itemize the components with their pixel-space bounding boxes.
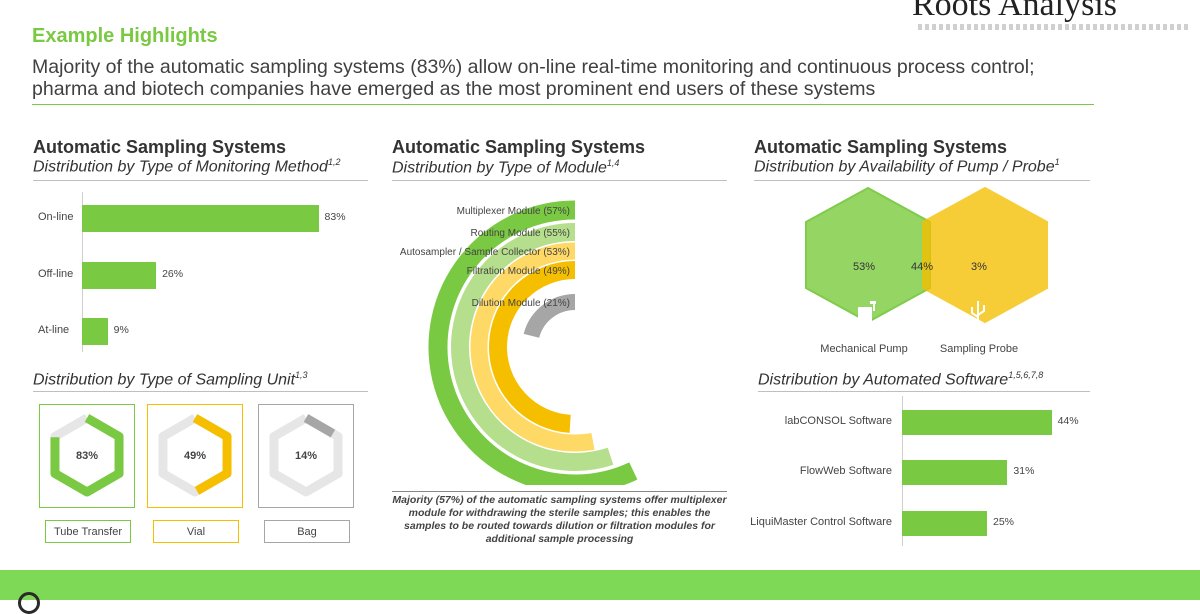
brand-logo: Roots Analysis (912, 0, 1117, 23)
pump-value: 53% (853, 261, 875, 273)
category-label: Off-line (38, 268, 74, 280)
footer-band (0, 570, 1200, 600)
data-label: 44% (1057, 415, 1079, 427)
bar (82, 261, 157, 289)
radial-category-label: Autosampler / Sample Collector (53%) (400, 247, 570, 258)
module-note: Majority (57%) of the automatic sampling… (392, 494, 727, 545)
hexagon-gauge: 49% (158, 414, 232, 497)
bar (902, 459, 1008, 485)
radial-bar (489, 261, 576, 433)
probe-value: 3% (971, 261, 987, 273)
bar (902, 510, 987, 536)
radial-category-label: Filtration Module (49%) (467, 266, 570, 277)
radial-category-label: Routing Module (55%) (471, 228, 571, 239)
hexagon-gauge: 83% (50, 414, 124, 497)
sampling-unit-label: Vial (153, 520, 239, 543)
radial-category-label: Multiplexer Module (57%) (457, 206, 570, 217)
radial-bar (428, 200, 638, 485)
sampling-unit-label: Tube Transfer (45, 520, 131, 543)
data-label: 26% (162, 268, 184, 280)
sampling-unit-card: 14% (258, 404, 354, 508)
module-divider (392, 180, 727, 181)
bar (902, 409, 1052, 435)
radial-category-label: Dilution Module (21%) (472, 298, 570, 309)
bar (82, 204, 319, 232)
pump-icon (858, 301, 876, 323)
software-subtitle: Distribution by Automated Software1,5,6,… (758, 370, 1044, 389)
monitoring-panel-title: Automatic Sampling Systems (33, 137, 287, 157)
footer-circle-icon (18, 592, 40, 614)
module-panel-title: Automatic Sampling Systems (392, 137, 646, 157)
probe-label: Sampling Probe (940, 343, 1018, 355)
sampling-unit-divider (33, 391, 368, 392)
category-label: At-line (38, 324, 70, 336)
software-divider (758, 391, 1090, 392)
probe-hexagon (922, 186, 1048, 324)
category-label: On-line (38, 211, 74, 223)
lead-text: Majority of the automatic sampling syste… (32, 56, 1035, 100)
pump-label: Mechanical Pump (820, 343, 907, 355)
monitoring-divider (33, 180, 368, 181)
hexagon-gauge: 14% (269, 414, 343, 497)
category-label: FlowWeb Software (799, 465, 892, 477)
module-radial-chart: Multiplexer Module (57%) Routing Module (… (400, 200, 638, 485)
radial-bar (523, 294, 576, 339)
sampling-unit-card: 49% (147, 404, 243, 508)
radial-bar (451, 223, 614, 471)
section-kicker: Example Highlights (32, 25, 218, 47)
pump-probe-divider (754, 180, 1090, 181)
data-label: 9% (113, 324, 129, 336)
gauge-value: 83% (76, 450, 98, 462)
pump-hexagon (805, 186, 931, 324)
sampling-unit-subtitle: Distribution by Type of Sampling Unit1,3 (33, 370, 308, 389)
probe-icon (971, 301, 985, 323)
data-label: 31% (1013, 465, 1035, 477)
brand-underline (918, 24, 1188, 30)
data-label: 83% (324, 211, 346, 223)
data-label: 25% (993, 516, 1015, 528)
sampling-unit-card: 83% (39, 404, 135, 508)
pump-probe-venn: 53% 44% 3% Mechanical Pump Sampling Prob… (805, 186, 1048, 355)
header-divider (32, 104, 1094, 105)
overlap-value: 44% (911, 261, 933, 273)
gauge-value: 14% (295, 450, 317, 462)
radial-bar (470, 242, 595, 452)
gauge-fill (50, 414, 124, 497)
module-panel-subtitle: Distribution by Type of Module1,4 (392, 158, 620, 177)
module-note-divider (392, 491, 727, 492)
category-label: LiquiMaster Control Software (750, 516, 892, 528)
sampling-unit-label: Bag (264, 520, 350, 543)
gauge-value: 49% (184, 450, 206, 462)
gauge-fill (158, 414, 232, 497)
pump-probe-panel-subtitle: Distribution by Availability of Pump / P… (754, 157, 1060, 176)
monitoring-panel-subtitle: Distribution by Type of Monitoring Metho… (33, 157, 341, 176)
category-label: labCONSOL Software (784, 415, 892, 427)
pump-probe-panel-title: Automatic Sampling Systems (754, 137, 1008, 157)
bar (82, 317, 108, 345)
gauge-track (269, 414, 343, 497)
